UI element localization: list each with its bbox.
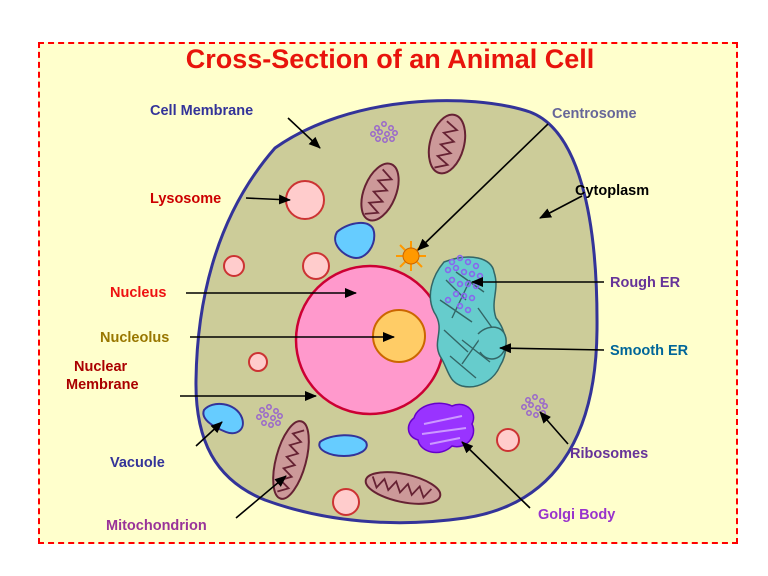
label-vacuole: Vacuole: [110, 455, 165, 471]
lysosome-main: [285, 180, 325, 220]
label-cell-membrane: Cell Membrane: [150, 103, 253, 119]
lysosome-small: [223, 255, 245, 277]
lysosome-small: [332, 488, 360, 516]
vacuole-upper: [334, 222, 376, 260]
label-ribosomes: Ribosomes: [570, 446, 648, 462]
label-mitochondrion: Mitochondrion: [106, 518, 207, 534]
golgi-organelle: [407, 402, 475, 454]
label-centrosome: Centrosome: [552, 106, 637, 122]
lysosome-small: [248, 352, 268, 372]
mitochondrion-bottom: [364, 471, 442, 505]
arrow-vacuole: [195, 421, 223, 447]
label-nuclear-membrane-line2: Membrane: [66, 377, 139, 393]
label-smooth-er: Smooth ER: [610, 343, 689, 359]
vacuole-middle: [318, 434, 368, 458]
label-nucleus: Nucleus: [110, 285, 166, 301]
vacuole-left: [202, 402, 244, 435]
label-lysosome: Lysosome: [150, 191, 221, 207]
arrow-lysosome: [245, 194, 291, 205]
arrow-smooth-er: [499, 343, 605, 354]
ribosome-cluster-top: [370, 121, 398, 143]
arrow-ribosomes: [539, 411, 569, 445]
arrow-centrosome: [417, 123, 549, 251]
lysosome-small: [496, 428, 520, 452]
rough-er-ribosomes: [444, 254, 484, 314]
label-golgi-body: Golgi Body: [538, 507, 615, 523]
er-organelle: [429, 256, 507, 388]
lysosome-small: [302, 252, 330, 280]
label-nuclear-membrane-line1: Nuclear: [74, 359, 128, 375]
arrow-cytoplasm: [539, 195, 583, 219]
mitochondrion-top: [427, 113, 467, 175]
label-cytoplasm: Cytoplasm: [575, 183, 649, 199]
arrow-cell-membrane: [287, 117, 321, 149]
pointer-lines: [180, 117, 605, 519]
nucleolus-organelle: [372, 309, 426, 363]
diagram-title: Cross-Section of an Animal Cell: [185, 44, 595, 74]
label-rough-er: Rough ER: [610, 275, 681, 291]
arrow-golgi-body: [461, 441, 531, 509]
label-nucleolus: Nucleolus: [100, 330, 169, 346]
arrow-mitochondrion: [235, 475, 287, 519]
mitochondrion-upper: [360, 162, 400, 222]
ribosome-cluster-left: [256, 404, 283, 428]
